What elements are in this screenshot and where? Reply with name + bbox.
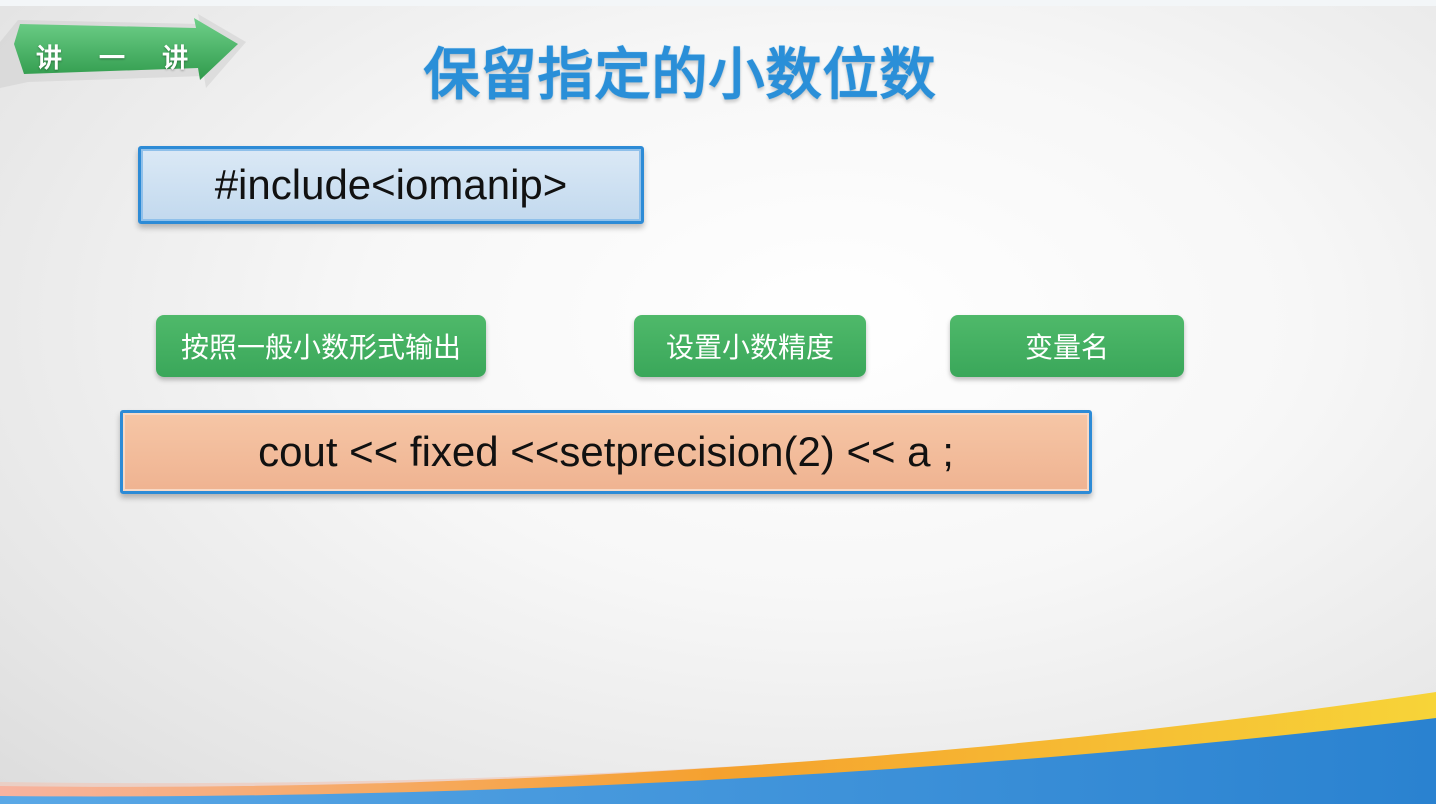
bottom-wave-decoration <box>0 692 1436 804</box>
cout-code-box: cout << fixed <<setprecision(2) << a ; <box>120 410 1092 494</box>
callout-setprecision-label: 设置小数精度 <box>665 331 834 364</box>
include-code-text: #include<iomanip> <box>214 161 568 208</box>
callout-variable: 变量名 <box>950 315 1184 377</box>
badge-ribbon: 讲 一 讲 <box>0 14 250 92</box>
arrow-ribbon-icon <box>0 14 246 88</box>
badge-label: 讲 一 讲 <box>36 44 203 74</box>
callout-fixed: 按照一般小数形式输出 <box>156 315 486 377</box>
callout-fixed-label: 按照一般小数形式输出 <box>180 331 461 364</box>
cout-code-text: cout << fixed <<setprecision(2) << a ; <box>258 428 954 475</box>
top-strip <box>0 0 1436 6</box>
callout-setprecision: 设置小数精度 <box>634 315 866 377</box>
include-code-box: #include<iomanip> <box>138 146 644 224</box>
page-title: 保留指定的小数位数 <box>423 43 937 108</box>
callout-variable-label: 变量名 <box>1024 331 1109 364</box>
